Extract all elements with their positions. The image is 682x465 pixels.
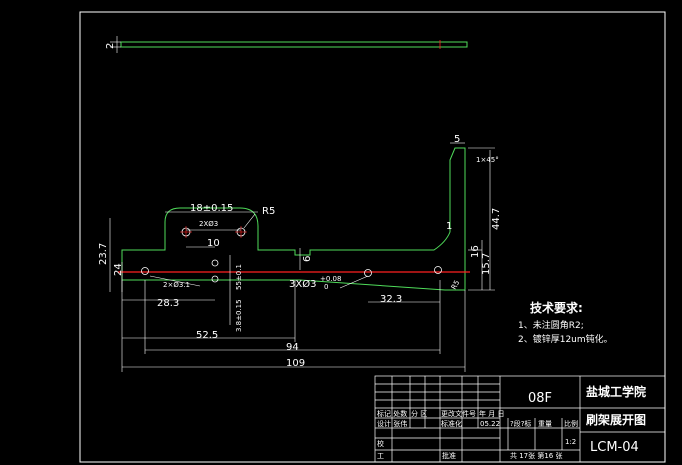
dim-32: 32.3 [380,294,402,305]
tb-mark: ?段?标 [510,419,531,428]
dim-157: 15.7 [481,253,492,275]
dim-vert-small: 3.8±0.15 [235,299,243,332]
tb-scale-label: 比例 [564,419,578,428]
tb-sheet: 共 17张 第16 张 [510,451,563,460]
drawing-frame [79,11,666,463]
dim-top-tab-width: 18±0.15 [190,203,233,214]
dim-1: 1 [446,221,452,232]
dim-tol0: 0 [324,283,328,291]
dim-94: 94 [286,342,299,353]
dim-tol: +0.08 [320,275,341,283]
notes-line-2: 2、镀锌厚12um钝化。 [518,333,613,345]
dim-three-holes: 3XØ3 [289,278,316,290]
dim-5: 5 [454,134,460,145]
dimension-lines [109,142,495,372]
tb-hdr2: 分 区 [411,409,427,418]
tb-date: 05.22 [480,420,500,428]
dim-447: 44.7 [491,208,502,230]
dim-6: 6 [302,256,313,262]
part-outline [121,147,466,291]
dim-thickness: 2 [105,43,116,49]
edge-view: 2 [105,36,468,53]
dim-109: 109 [286,358,305,369]
dim-slot: 2×Ø3.1 [163,281,190,289]
tb-hdr3: 更改文件号 [441,409,476,418]
dim-height-lower: 24 [113,263,124,276]
dim-r5b: R5 [450,279,462,291]
tb-hdr5: 年 月 日 [479,409,504,418]
notes-line-1: 1、未注圆角R2; [518,319,584,331]
tb-hdr1: 标记 处数 [377,409,407,418]
tb-scale: 1:2 [565,438,576,446]
dim-hole-gap: 10 [207,238,220,249]
tb-part-name: 刷架展开图 [586,412,646,427]
tb-material: 08F [528,391,552,406]
holes [141,227,442,283]
dim-top-hole: 2XØ3 [199,220,218,228]
dim-height-total: 23.7 [98,243,109,265]
tb-check: 校 [377,439,384,448]
dim-hole-pos: 28.3 [157,298,179,309]
tb-designer: 工 [377,452,384,460]
tb-design-row: 设计 张伟 [377,419,407,428]
dim-52: 52.5 [196,330,218,341]
dim-16: 16 [470,245,481,258]
tb-approve: 批准 [442,451,456,460]
tb-std-row: 标准化 [441,419,462,428]
dim-chamfer: 1×45° [476,156,499,164]
dim-radius: R5 [262,206,275,217]
tb-school: 盐城工学院 [586,384,646,399]
tb-weight-label: 重量 [538,420,552,428]
title-block [374,375,666,463]
tb-drawing-no: LCM-04 [590,440,639,455]
dim-vert-55: 55±0.1 [235,264,243,290]
notes-heading: 技术要求: [530,300,583,315]
